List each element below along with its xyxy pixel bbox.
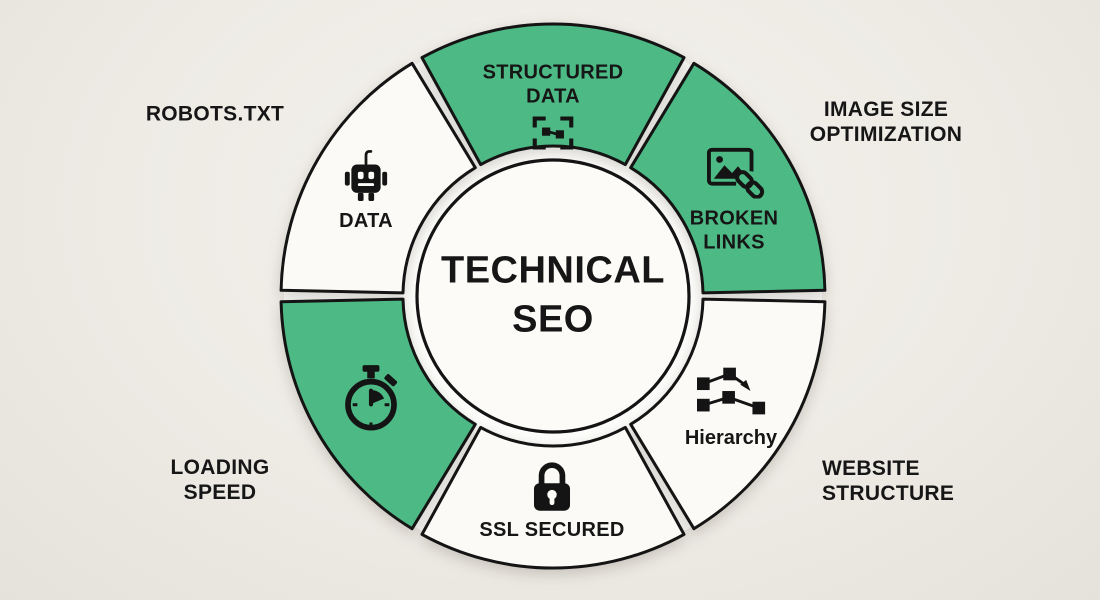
hierarchy-icon xyxy=(697,367,769,417)
ssl-secured-label: SSL SECURED xyxy=(479,518,625,541)
website-structure-line1: WEBSITE xyxy=(822,456,920,480)
segment-website-structure xyxy=(629,297,827,531)
center-circle xyxy=(415,158,691,434)
outer-label-image-size-optimization: IMAGE SIZE OPTIMIZATION xyxy=(810,97,963,147)
structured-data-line2: DATA xyxy=(526,86,580,108)
segment-loading-speed xyxy=(279,297,477,531)
segment-structured-data xyxy=(420,22,686,167)
outer-label-website-structure: WEBSITE STRUCTURE xyxy=(822,456,954,506)
loading-speed-line2: SPEED xyxy=(183,481,257,504)
schema-icon xyxy=(532,116,574,150)
structured-data-line1: STRUCTURED xyxy=(482,61,624,84)
broken-links-label: BROKEN LINKS xyxy=(690,207,778,256)
broken-links-line1: BROKEN xyxy=(689,207,779,230)
loading-speed-line1: LOADING xyxy=(170,455,270,479)
robot-icon xyxy=(340,144,392,207)
center-title: TECHNICAL SEO xyxy=(441,247,665,346)
padlock-icon xyxy=(531,460,573,515)
outer-label-loading-speed: LOADING SPEED xyxy=(171,455,270,505)
robots-data-label: DATA xyxy=(339,209,393,232)
broken-links-line2: LINKS xyxy=(703,232,765,254)
center-title-line1: TECHNICAL xyxy=(440,249,666,292)
image-size-line1: IMAGE SIZE xyxy=(823,97,949,121)
stopwatch-icon xyxy=(340,365,402,433)
hierarchy-label: Hierarchy xyxy=(684,426,778,449)
outer-label-robots-txt: ROBOTS.TXT xyxy=(145,102,285,126)
center-title-line2: SEO xyxy=(512,299,594,341)
website-structure-line2: STRUCTURE xyxy=(822,482,955,505)
structured-data-label: STRUCTURED DATA xyxy=(483,61,624,110)
image-size-line2: OPTIMIZATION xyxy=(809,123,963,146)
broken-image-link-icon xyxy=(707,147,767,199)
